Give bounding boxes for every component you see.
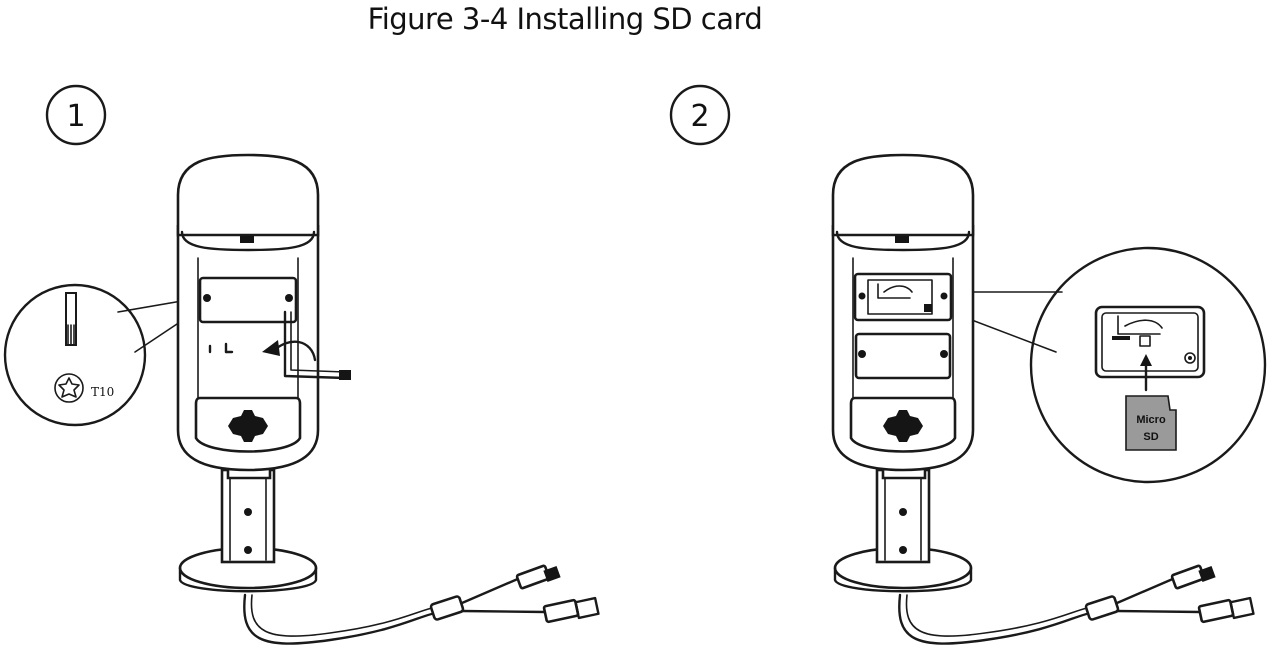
camera-1: [176, 153, 600, 645]
step-1-badge: 1: [45, 84, 107, 146]
step-1-number: 1: [66, 99, 85, 134]
step-2-group: 2 Micro: [669, 84, 1267, 645]
figure-title: Figure 3-4 Installing SD card: [367, 2, 763, 36]
pigtail-connector-icon-2: [1084, 564, 1255, 624]
screwdriver-icon: [65, 292, 77, 346]
screwdriver-bit-label: T10: [91, 385, 114, 399]
lens-icon: [228, 410, 268, 442]
allen-key-icon: [283, 310, 351, 380]
step-1-group: 1 T10: [3, 84, 600, 645]
sd-card-label-line1: Micro: [1136, 414, 1166, 426]
camera-2: [831, 153, 1255, 645]
sd-slot-icon: [1094, 305, 1206, 379]
rotate-arrow-icon: [262, 340, 317, 362]
screwdriver-callout: T10: [3, 283, 211, 427]
step-2-number: 2: [690, 99, 709, 134]
sd-card-label-line2: SD: [1143, 431, 1158, 443]
micro-sd-card-icon: Micro SD: [1125, 395, 1177, 451]
torx-icon: [54, 373, 84, 403]
pigtail-connector-icon: [429, 564, 600, 624]
step-2-badge: 2: [669, 84, 731, 146]
lens-icon-2: [883, 410, 923, 442]
sd-slot-callout: Micro SD: [934, 246, 1267, 484]
